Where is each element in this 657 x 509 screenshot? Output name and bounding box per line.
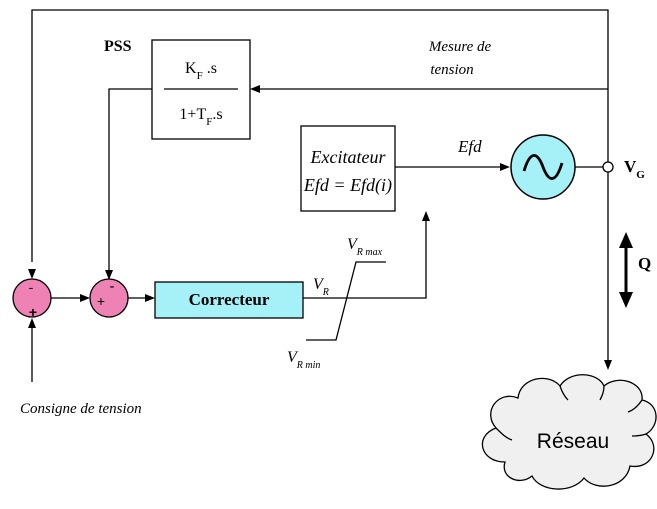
sine-wave-icon [522, 154, 564, 180]
pss-title: PSS [104, 38, 132, 55]
setpoint-arrow [28, 318, 36, 328]
measure-label-line1: Mesure de [428, 39, 492, 55]
vrmax-label: VR max [347, 236, 383, 258]
pss-output-arrow [105, 270, 113, 280]
pss-numerator: KF .s [185, 60, 217, 82]
feedback-arrow-sum1 [28, 269, 36, 279]
bus-node [602, 161, 614, 173]
measure-arrow [250, 85, 260, 93]
summer-2 [89, 278, 129, 318]
exciter-block [300, 125, 396, 212]
vg-label: VG [624, 157, 645, 181]
q-arrow-head-up [619, 232, 633, 248]
network-label: Réseau [537, 430, 609, 453]
summer-2-plus: + [97, 293, 105, 309]
summer-1-plus: + [29, 304, 37, 320]
efd-arrow [500, 163, 510, 171]
feedback-wire-top [31, 9, 609, 360]
measure-label-line2: tension [430, 62, 473, 78]
sum2-to-corrector-arrow [145, 294, 155, 302]
network-cloud [481, 374, 657, 490]
setpoint-label: Consigne de tension [20, 401, 142, 417]
corrector-to-exciter-arrow [422, 211, 430, 221]
exciter-label-line2: Efd = Efd(i) [303, 175, 392, 196]
vr-label: VR [313, 276, 329, 298]
pss-denominator: 1+TF.s [179, 106, 222, 128]
sum1-to-sum2-arrow [80, 294, 90, 302]
limiter-curve [306, 261, 386, 341]
exciter-label-line1: Excitateur [310, 147, 387, 167]
corrector-to-exciter-wire [303, 221, 427, 299]
summer-1 [12, 278, 52, 318]
summer-1-minus: - [29, 279, 34, 295]
vrmin-label: VR min [287, 349, 320, 371]
summer-2-minus: - [110, 278, 115, 295]
efd-label: Efd [457, 137, 482, 156]
q-label: Q [638, 254, 651, 273]
pss-output-wire [108, 88, 152, 270]
corrector-label: Correcteur [189, 290, 270, 309]
corrector-block [154, 281, 304, 319]
network-arrow [604, 360, 612, 370]
q-arrow-head-down [619, 292, 633, 308]
